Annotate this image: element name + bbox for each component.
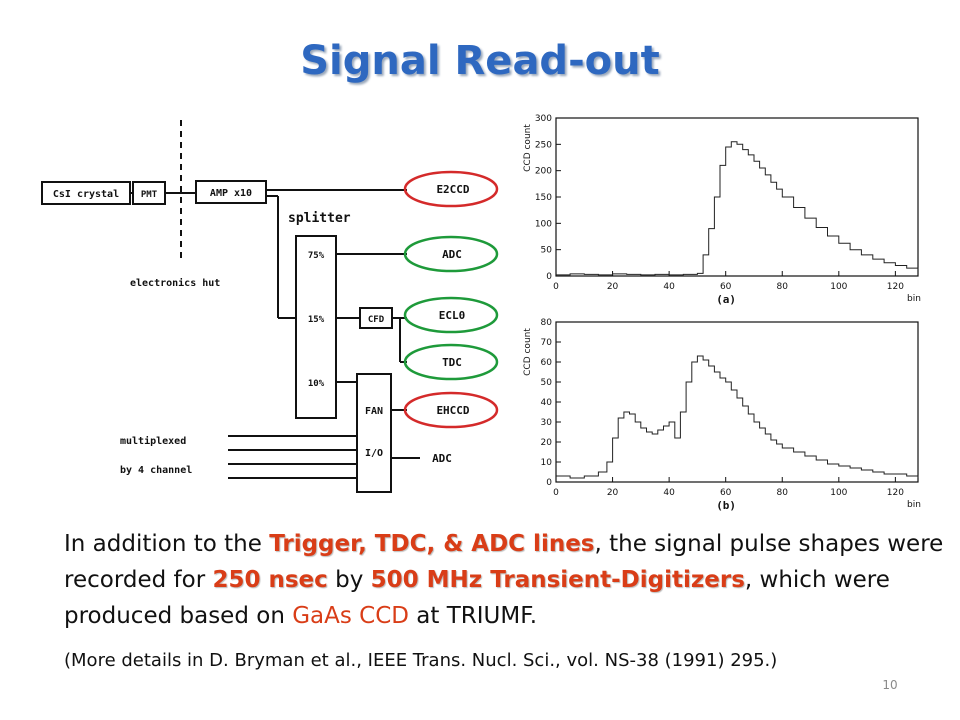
x-tick-label: 60 [720,282,732,292]
y-tick-label: 100 [535,219,552,229]
text-run: , the signal pulse shapes were recorded … [64,531,944,593]
x-tick-label: 60 [720,488,732,498]
slide-title: Signal Read-out [300,38,660,84]
panel-label: (a) [716,293,736,306]
y-tick-label: 0 [546,272,552,282]
cfd-label: CFD [368,315,385,325]
ehccd-ring [403,391,499,429]
x-tick-label: 20 [607,488,619,498]
by-4-channel-label: by 4 channel [120,465,192,476]
x-tick-label: 100 [830,282,847,292]
histogram-series [556,141,919,276]
y-tick-label: 30 [541,418,553,428]
panel-label: (b) [716,499,736,512]
x-tick-label: 20 [607,282,619,292]
tdc-ring [403,343,499,381]
splitter-box [295,235,337,419]
histogram-series [556,355,919,479]
y-tick-label: 50 [541,378,553,388]
splitter-label: splitter [288,211,351,226]
x-tick-label: 80 [777,282,789,292]
x-tick-label: 80 [777,488,789,498]
ecl0-label: ECL0 [439,309,466,322]
y-tick-label: 300 [535,114,552,124]
io-label: I/O [365,448,383,459]
y-tick-label: 50 [541,246,553,256]
reference-text: (More details in D. Bryman et al., IEEE … [64,650,778,671]
page-number: 10 [882,678,898,692]
ecl0-ring [403,296,499,334]
x-tick-label: 100 [830,488,847,498]
y-tick-label: 60 [541,358,553,368]
chart-a: 0 50 100 150 200 250 300 0 20 40 60 80 100 120 CCD cou… [523,114,921,306]
text-run: , which were produced based on [64,567,890,629]
csi-crystal-label: CsI crystal [53,189,119,200]
highlight-gaas-ccd: GaAs CCD [292,603,409,629]
text-run: at TRIUMF. [408,603,538,629]
e2ccd-label: E2CCD [436,183,469,196]
text-run: by [327,567,371,593]
adc-output-label: ADC [442,248,462,261]
x-axis-label: bin [907,500,921,510]
description-paragraph: In addition to the Trigger, TDC, & ADC l… [64,526,944,634]
x-tick-label: 40 [663,488,675,498]
plot-frame [555,321,919,483]
y-axis-label: CCD count [523,124,533,172]
e2ccd-ring [403,170,499,208]
multiplexed-label: multiplexed [120,435,186,447]
x-tick-label: 0 [553,282,559,292]
pmt-label: PMT [141,190,158,200]
adc-ring [403,235,499,273]
chart-b: 0 10 20 30 40 50 60 70 80 0 20 40 60 80 100 120 CCD coun… [523,318,921,512]
y-axis-label: CCD count [523,328,533,376]
split-75-label: 75% [308,251,325,261]
x-tick-label: 40 [663,282,675,292]
x-axis-label: bin [907,294,921,304]
y-tick-label: 200 [535,167,552,177]
highlight-250-nsec: 250 nsec [212,567,328,593]
y-tick-label: 250 [535,140,552,150]
y-tick-label: 40 [541,398,553,408]
y-tick-label: 150 [535,193,552,203]
adc-mux-output-label: ADC [432,452,452,465]
text-run: In addition to the [64,531,270,557]
x-tick-label: 120 [887,488,904,498]
split-10-label: 10% [308,379,325,389]
y-tick-label: 0 [546,478,552,488]
y-tick-label: 10 [541,458,553,468]
fan-label: FAN [365,406,383,417]
y-tick-label: 20 [541,438,553,448]
electronics-hut-label: electronics hut [130,277,220,289]
tdc-label: TDC [442,356,462,369]
y-tick-label: 70 [541,338,553,348]
ehccd-label: EHCCD [436,404,469,417]
x-tick-label: 0 [553,488,559,498]
x-tick-label: 120 [887,282,904,292]
highlight-trigger-lines: Trigger, TDC, & ADC lines [269,531,595,557]
amp-label: AMP x10 [210,188,252,199]
y-tick-label: 80 [541,318,553,328]
highlight-digitizers: 500 MHz Transient-Digitizers [370,567,745,593]
split-15-label: 15% [308,315,325,325]
fan-io-box [356,373,392,493]
